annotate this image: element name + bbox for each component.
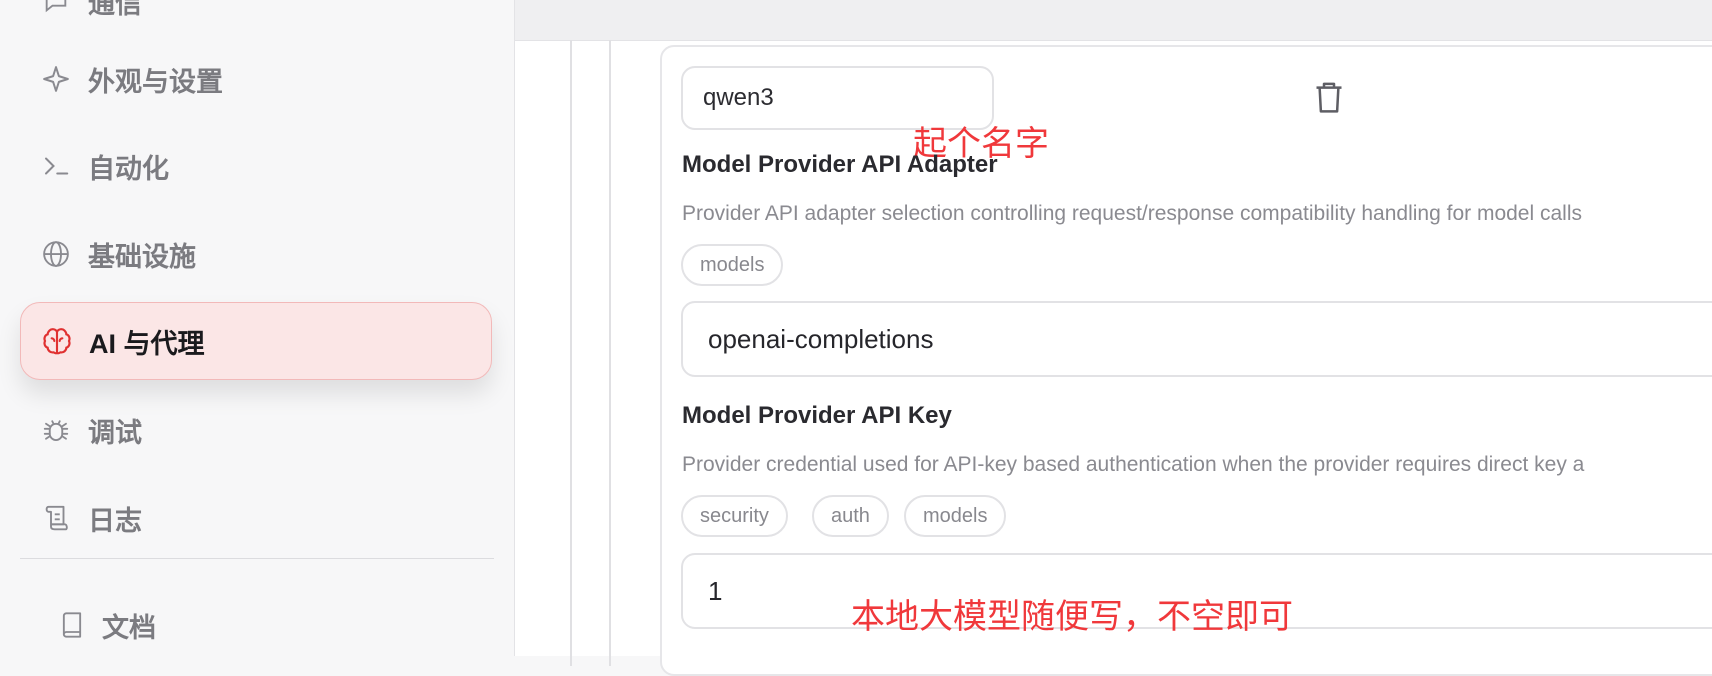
tag-chip: models bbox=[904, 495, 1007, 537]
sidebar-item-debug[interactable]: 调试 bbox=[20, 391, 492, 469]
sidebar-divider bbox=[20, 558, 494, 559]
api-key-input[interactable] bbox=[681, 553, 1712, 629]
api-key-field-description: Provider credential used for API-key bas… bbox=[682, 453, 1585, 476]
sidebar-item-label: 日志 bbox=[88, 505, 142, 536]
sidebar-item-automation[interactable]: 自动化 bbox=[20, 127, 492, 205]
config-subsection-frame bbox=[609, 40, 1712, 666]
bug-icon bbox=[40, 414, 72, 446]
sidebar-item-label: 自动化 bbox=[88, 153, 169, 184]
sidebar-item-logs[interactable]: 日志 bbox=[20, 479, 492, 557]
api-key-field-title: Model Provider API Key bbox=[682, 402, 952, 429]
chat-icon bbox=[40, 0, 72, 17]
config-section-frame bbox=[570, 40, 1712, 666]
sidebar: 通信 外观与设置 自动化 基础设施 AI 与代理 调试 日志 bbox=[0, 0, 515, 656]
model-name-input[interactable] bbox=[681, 66, 994, 130]
book-icon bbox=[56, 609, 88, 641]
api-key-annotation: 本地大模型随便写，不空即可 bbox=[851, 597, 1293, 637]
sparkle-icon bbox=[40, 63, 72, 95]
sidebar-item-infrastructure[interactable]: 基础设施 bbox=[20, 215, 492, 293]
brain-icon bbox=[41, 325, 73, 357]
globe-icon bbox=[40, 238, 72, 270]
sidebar-item-label: 文档 bbox=[102, 612, 156, 643]
adapter-field-title: Model Provider API Adapter bbox=[682, 151, 998, 178]
name-annotation: 起个名字 bbox=[913, 124, 1049, 164]
tag-chip: security bbox=[681, 495, 788, 537]
adapter-select[interactable] bbox=[681, 301, 1712, 377]
sidebar-item-ai-agents[interactable]: AI 与代理 bbox=[20, 302, 492, 380]
header-bar bbox=[515, 0, 1712, 41]
sidebar-item-docs[interactable]: 文档 bbox=[56, 605, 156, 645]
sidebar-item-label: 基础设施 bbox=[88, 241, 196, 272]
trash-icon[interactable] bbox=[1314, 80, 1344, 114]
scroll-icon bbox=[40, 502, 72, 534]
adapter-field-description: Provider API adapter selection controlli… bbox=[682, 202, 1582, 225]
tag-chip: models bbox=[681, 244, 784, 286]
sidebar-item-label: 外观与设置 bbox=[88, 66, 223, 97]
sidebar-item-label: AI 与代理 bbox=[89, 328, 205, 359]
sidebar-item-label: 调试 bbox=[88, 417, 142, 448]
sidebar-item-label: 通信 bbox=[88, 0, 142, 19]
sidebar-item-appearance[interactable]: 外观与设置 bbox=[20, 40, 492, 118]
tag-chip: auth bbox=[812, 495, 889, 537]
sidebar-item-communication[interactable]: 通信 bbox=[20, 0, 492, 40]
terminal-icon bbox=[40, 150, 72, 182]
